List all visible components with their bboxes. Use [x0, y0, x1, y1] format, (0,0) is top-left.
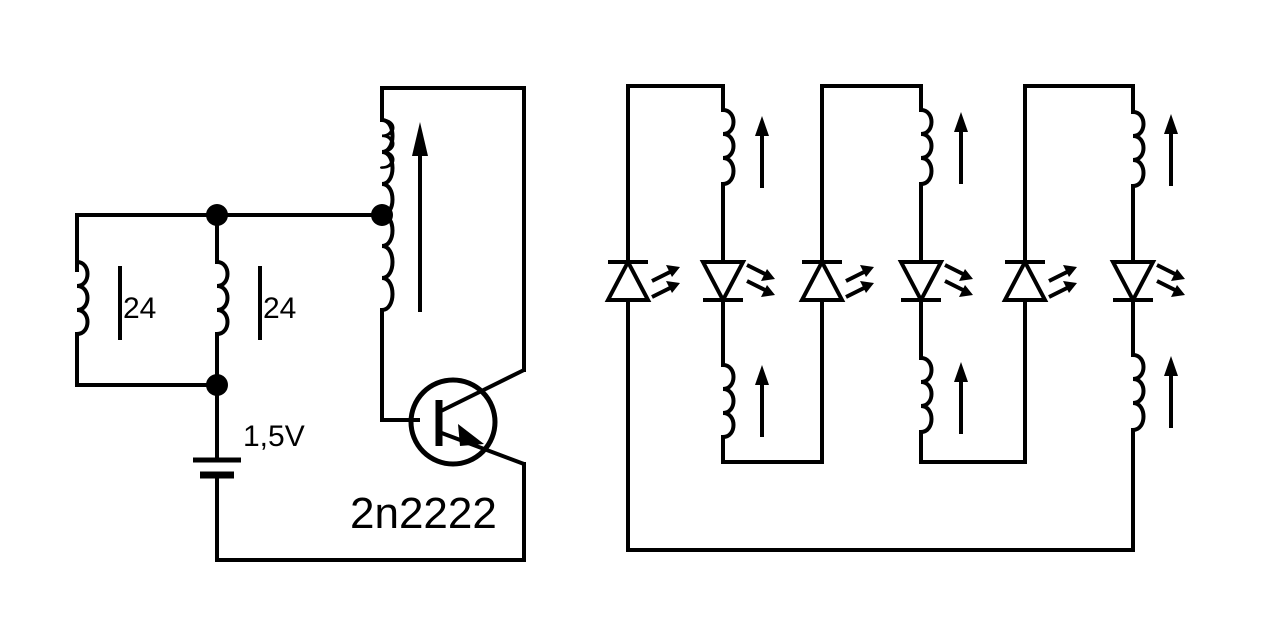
led-icon [1003, 260, 1047, 302]
led-array-circuit [606, 84, 1187, 552]
wire [215, 462, 526, 562]
light-rays-icon [844, 263, 876, 299]
coil-right-turns: 24 [263, 292, 296, 325]
led-icon [800, 260, 844, 302]
arrow-up-icon [1162, 354, 1180, 430]
wire [380, 308, 420, 422]
transistor-emitter [438, 430, 525, 466]
emitter-arrow-icon [458, 424, 484, 446]
wire [626, 84, 725, 262]
led-icon [899, 260, 943, 302]
arrow-up-icon [1162, 112, 1180, 188]
transistor-collector [438, 368, 525, 414]
wire [75, 213, 217, 272]
wire [75, 332, 217, 387]
led-icon [1111, 260, 1155, 302]
coil-icon [721, 363, 736, 439]
led-icon [701, 260, 745, 302]
coil-icon [1131, 353, 1146, 432]
wire [1023, 84, 1135, 264]
transistor-model: 2n2222 [350, 489, 497, 538]
light-rays-icon [1047, 263, 1079, 299]
led-icon [606, 260, 650, 302]
light-rays-icon [745, 263, 777, 299]
coil-right-icon [215, 260, 230, 336]
wire [919, 298, 1027, 464]
coil-upper-icon [380, 118, 395, 217]
coil-left-turns: 24 [123, 292, 156, 325]
wire [721, 298, 824, 464]
arrow-up-icon [753, 114, 771, 190]
arrow-up-icon [753, 363, 771, 439]
arrow-up-icon [952, 360, 970, 436]
wire [380, 86, 526, 372]
wire [626, 298, 1135, 552]
coil-left-icon [75, 260, 90, 336]
coil-icon [1131, 110, 1146, 188]
coil-icon [721, 108, 736, 186]
light-rays-icon [1155, 263, 1187, 299]
arrow-up-icon [952, 110, 970, 186]
light-rays-icon [650, 263, 682, 299]
coil-lower-icon [380, 213, 395, 312]
light-rays-icon [943, 263, 975, 299]
coil-icon [919, 108, 934, 186]
oscillator-circuit: 24 24 1,5V [75, 86, 526, 562]
battery-voltage: 1,5V [243, 420, 305, 453]
arrow-up-icon [412, 122, 428, 156]
coil-icon [919, 356, 934, 434]
wire [820, 84, 923, 264]
transistor-icon [408, 377, 498, 467]
